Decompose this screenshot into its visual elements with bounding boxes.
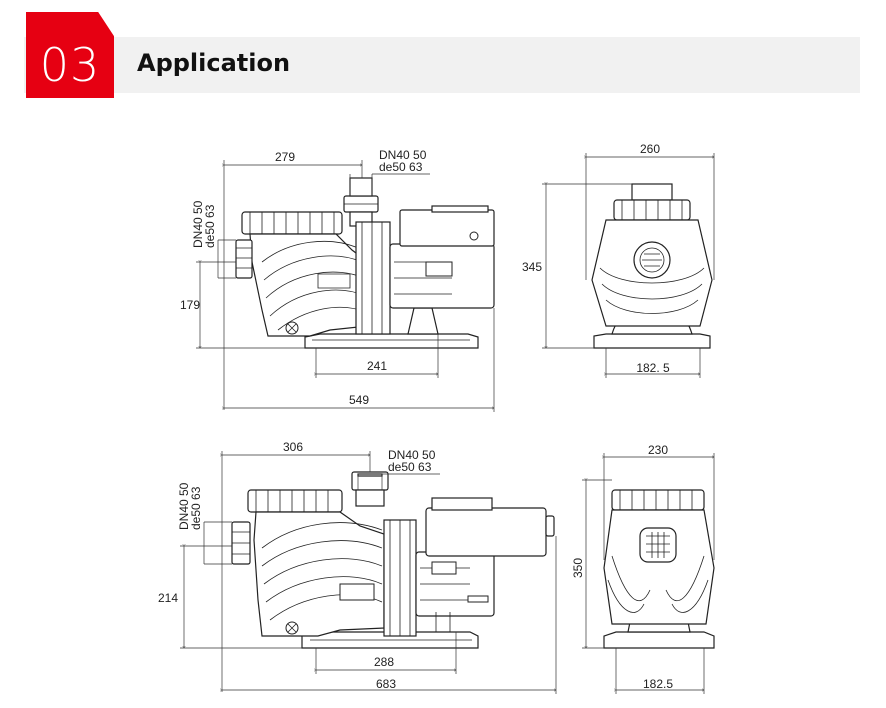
dim-label-de-side-bottom: de50 63 — [189, 486, 203, 530]
dim-label-179: 179 — [180, 298, 200, 312]
dim-label-dn-side: DN40 50 — [191, 200, 205, 248]
dim-label-182-5-top: 182. 5 — [636, 361, 670, 375]
dim-label-dn-side-bottom: DN40 50 — [177, 482, 191, 530]
pump-front-view-large — [603, 489, 715, 649]
dim-label-214: 214 — [158, 591, 178, 605]
section-header-bar — [24, 37, 860, 93]
dim-label-260: 260 — [640, 142, 660, 156]
dim-label-288: 288 — [374, 655, 394, 669]
dim-label-241: 241 — [367, 359, 387, 373]
dim-label-230: 230 — [648, 443, 668, 457]
pump-side-view-large — [231, 471, 555, 649]
dimensions-bottom-side: 306 DN40 50 de50 63 DN40 50 de50 63 214 … — [158, 440, 556, 694]
section-number-badge: 03 — [26, 12, 114, 98]
dim-label-dn-top: DN40 50 — [379, 148, 427, 162]
dim-label-de-bottom: de50 63 — [388, 460, 432, 474]
dimensions-bottom-front: 230 350 182.5 — [571, 443, 714, 694]
dim-label-683: 683 — [376, 677, 396, 691]
dim-label-279: 279 — [275, 150, 295, 164]
dimensions-top-side: 279 DN40 50 de50 63 DN40 50 de50 63 179 … — [180, 148, 494, 412]
section-title: Application — [137, 49, 291, 77]
dim-label-de-side: de50 63 — [203, 204, 217, 248]
dim-label-de-top: de50 63 — [379, 160, 423, 174]
dim-label-350: 350 — [571, 558, 585, 578]
dim-label-549: 549 — [349, 393, 369, 407]
dim-label-dn-bottom: DN40 50 — [388, 448, 436, 462]
dimensions-top-front: 260 345 182. 5 — [522, 142, 714, 378]
pump-side-view-small — [235, 177, 495, 349]
dim-label-345: 345 — [522, 260, 542, 274]
section-number: 03 — [39, 38, 101, 92]
dim-label-306: 306 — [283, 440, 303, 454]
dim-label-182-5-bottom: 182.5 — [643, 677, 673, 691]
pump-front-view-small — [591, 183, 713, 349]
